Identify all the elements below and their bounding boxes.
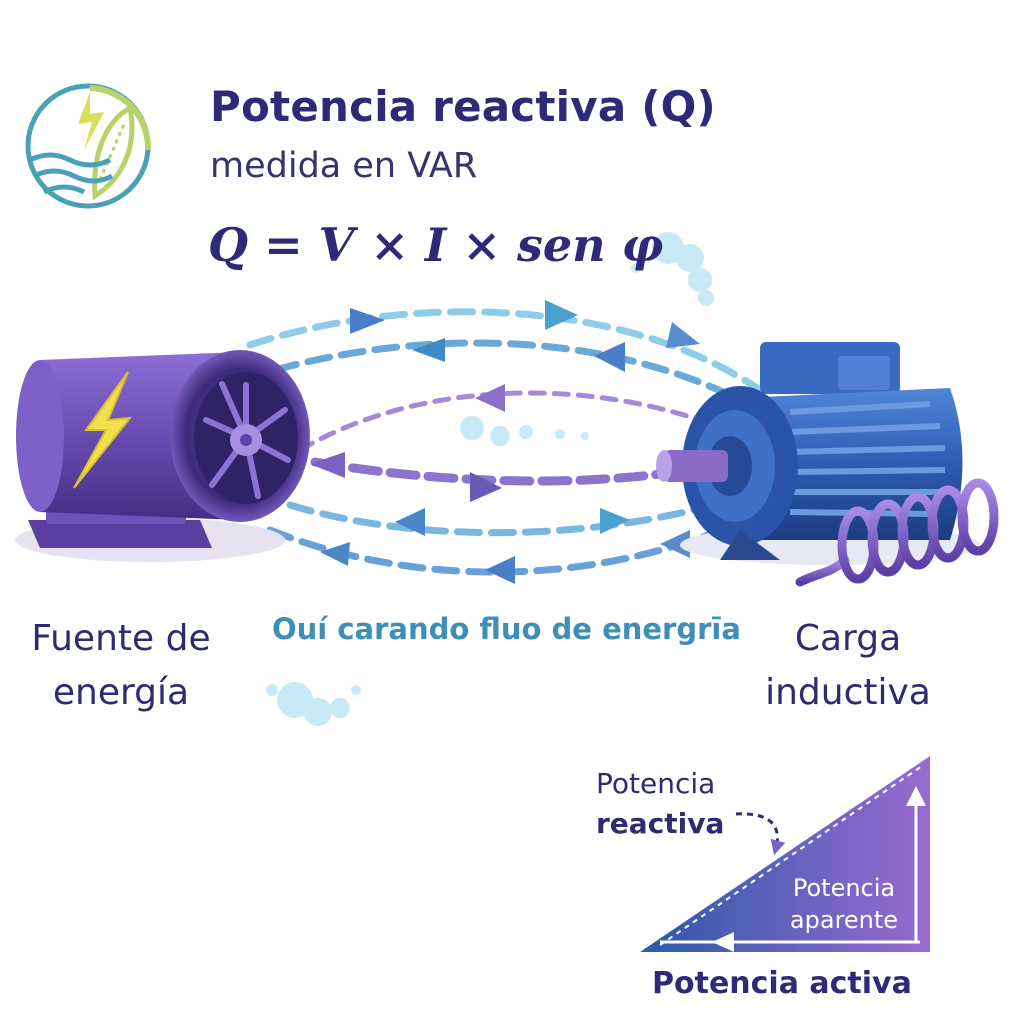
flow-arrow-heads [310, 300, 700, 584]
energy-flow-label: Ouí carando fluo de energrīa [272, 612, 741, 646]
apparent-power-label-line1: Potencia [792, 874, 896, 902]
energy-source-label: Fuente de energía [18, 612, 224, 720]
reactive-power-label-line2: reactiva [596, 807, 725, 840]
inductive-load-label: Carga inductiva [745, 612, 951, 720]
apparent-power-label-line2: aparente [789, 906, 899, 934]
reactive-power-label: Potencia reactiva [596, 764, 724, 844]
active-arrow-left-icon [712, 932, 734, 952]
reactive-energy-flow [246, 308, 764, 576]
inductive-load-label-line1: Carga [794, 618, 902, 659]
inductive-load-label-line2: inductiva [765, 672, 931, 713]
splash-decoration [266, 232, 714, 726]
purple-generator-icon [15, 350, 310, 562]
page-subtitle: medida en VAR [210, 146, 478, 186]
active-power-label: Potencia activa [652, 966, 912, 1001]
reactive-power-label-line1: Potencia [596, 767, 716, 800]
inductor-coil-icon [795, 478, 999, 587]
energy-source-label-line2: energía [52, 672, 190, 713]
reactive-power-formula: Q = V × I × sen φ [208, 218, 664, 272]
apparent-power-label: Potencia aparente [770, 872, 918, 936]
page-title: Potencia reactiva (Q) [210, 82, 716, 131]
energy-source-label-line1: Fuente de [31, 618, 211, 659]
reactive-arrow-up-icon [906, 786, 926, 806]
energy-leaf-wave-logo-icon [25, 83, 152, 209]
reactive-callout-arrow-icon [735, 812, 786, 856]
